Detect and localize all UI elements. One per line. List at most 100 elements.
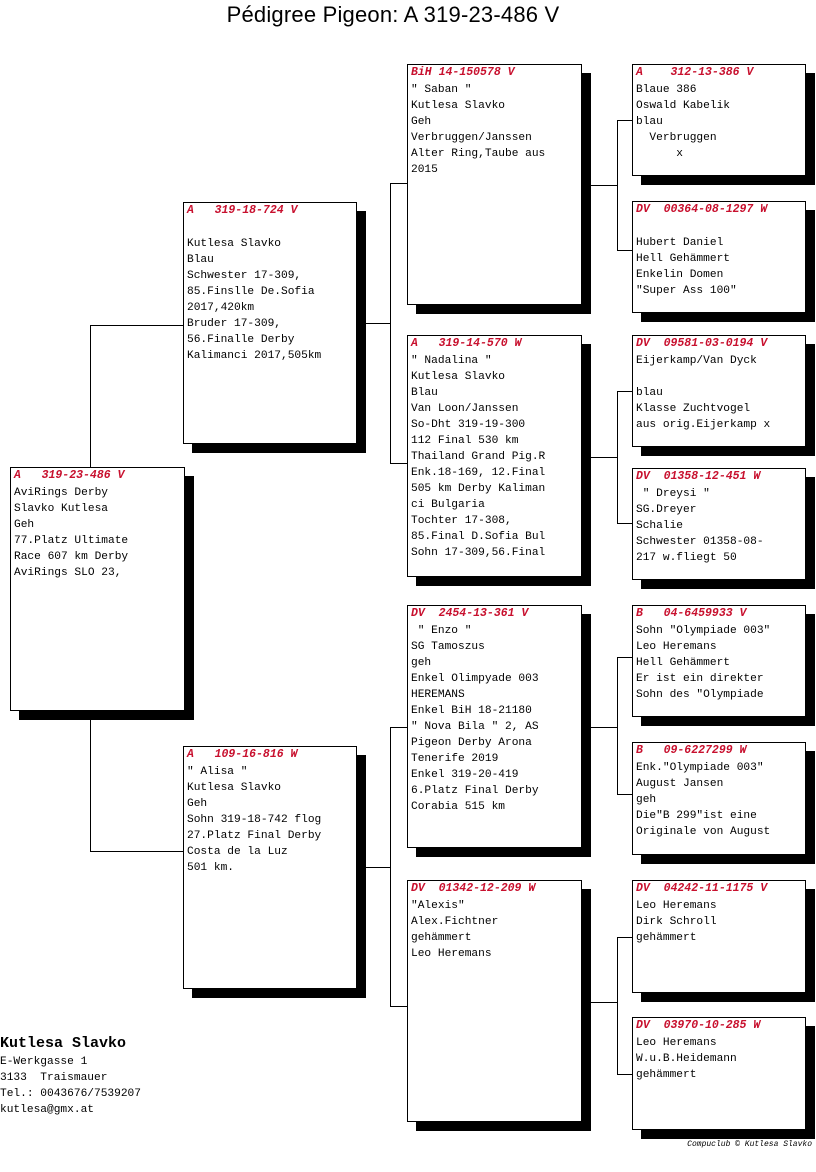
card-line: " Saban " (411, 84, 472, 96)
card-line: Enk."Olympiade 003" (636, 762, 764, 774)
card-line: Geh (187, 798, 208, 810)
connector (90, 325, 91, 468)
card-line: " Enzo " (411, 625, 472, 637)
connector (356, 323, 390, 324)
card-line (636, 369, 802, 385)
sire-dam-card[interactable]: A 319-14-570 W" Nadalina "Kutlesa Slavko… (407, 335, 582, 577)
card-line: Leo Heremans (636, 900, 717, 912)
card-line: Schalie (636, 520, 683, 532)
connector (90, 710, 91, 851)
card-line: AviRings SLO 23, (14, 567, 122, 579)
ring-number: DV 00364-08-1297 W (636, 203, 768, 216)
card-line: aus orig.Eijerkamp x (636, 419, 771, 431)
card-line: Tenerife 2019 (411, 753, 499, 765)
card-line: 77.Platz Ultimate (14, 535, 129, 547)
card-line: 501 km. (187, 862, 234, 874)
card-line: HEREMANS (411, 689, 465, 701)
card-line: Tochter 17-308, (411, 515, 512, 527)
card-line: Klasse Zuchtvogel (636, 403, 751, 415)
card-line: blau (636, 116, 663, 128)
card-line: Sohn "Olympiade 003" (636, 625, 771, 637)
ring-number: A 319-23-486 V (14, 469, 125, 482)
card-line: W.u.B.Heidemann (636, 1053, 737, 1065)
card-line: 2015 (411, 164, 438, 176)
card-line: "Super Ass 100" (636, 285, 737, 297)
card-line: Enkelin Domen (636, 269, 724, 281)
card-line: blau (636, 387, 663, 399)
card-line: " Alisa " (187, 766, 248, 778)
card-line: So-Dht 319-19-300 (411, 419, 526, 431)
card-line: AviRings Derby (14, 487, 108, 499)
connector (390, 463, 408, 464)
card-line: "Alexis" (411, 900, 465, 912)
connector (617, 657, 633, 658)
connector (617, 391, 633, 392)
card-line: Slavko Kutlesa (14, 503, 108, 515)
connector (617, 794, 633, 795)
card-line: Er ist ein direkter (636, 673, 764, 685)
ring-number: A 312-13-386 V (636, 66, 754, 79)
card-line: Sohn des "Olympiade (636, 689, 764, 701)
card-line: Alter Ring,Taube aus (411, 148, 546, 160)
ring-number: DV 2454-13-361 V (411, 607, 529, 620)
card-line: Schwester 01358-08- (636, 536, 764, 548)
ring-number: DV 04242-11-1175 V (636, 882, 768, 895)
connector (390, 727, 408, 728)
card-line: Corabia 515 km (411, 801, 505, 813)
card-line: gehämmert (636, 1069, 697, 1081)
card-line: " Dreysi " (636, 488, 710, 500)
connector (390, 183, 391, 463)
card-line: Alex.Fichtner (411, 916, 499, 928)
card-line: Race 607 km Derby (14, 551, 129, 563)
connector (617, 120, 633, 121)
connector (90, 851, 184, 852)
connector (617, 657, 618, 794)
card-line: geh (636, 794, 657, 806)
card-line: 6.Platz Final Derby (411, 785, 539, 797)
card-line: 56.Finalle Derby (187, 334, 295, 346)
card-line: gehämmert (411, 932, 472, 944)
ring-number: A 319-14-570 W (411, 337, 522, 350)
connector (617, 523, 633, 524)
owner-street: E-Werkgasse 1 (0, 1056, 88, 1068)
card-line: 217 w.fliegt 50 (636, 552, 737, 564)
card-line: 112 Final 530 km (411, 435, 519, 447)
card-line: Hell Gehämmert (636, 253, 730, 265)
card-line: Kalimanci 2017,505km (187, 350, 322, 362)
card-line: Enkel BiH 18-21180 (411, 705, 532, 717)
owner-city: 3133 Traismauer (0, 1072, 108, 1084)
card-line: 2017,420km (187, 302, 255, 314)
card-line: Hubert Daniel (636, 237, 724, 249)
card-line: SG Tamoszus (411, 641, 485, 653)
card-line: Blau (411, 387, 438, 399)
card-line: 505 km Derby Kaliman (411, 483, 546, 495)
card-line: Enkel Olimpyade 003 (411, 673, 539, 685)
card-line: Die"B 299"ist eine (636, 810, 757, 822)
ring-number: BiH 14-150578 V (411, 66, 515, 79)
ring-number: DV 01358-12-451 W (636, 470, 761, 483)
card-line: Geh (14, 519, 35, 531)
card-line: Costa de la Luz (187, 846, 288, 858)
owner-email: kutlesa@gmx.at (0, 1104, 94, 1116)
card-line: Blau (187, 254, 214, 266)
connector (356, 867, 390, 868)
ring-number: A 319-18-724 V (187, 204, 298, 217)
card-line: Blaue 386 (636, 84, 697, 96)
card-line: Dirk Schroll (636, 916, 717, 928)
ring-number: DV 09581-03-0194 V (636, 337, 768, 350)
connector (390, 183, 408, 184)
